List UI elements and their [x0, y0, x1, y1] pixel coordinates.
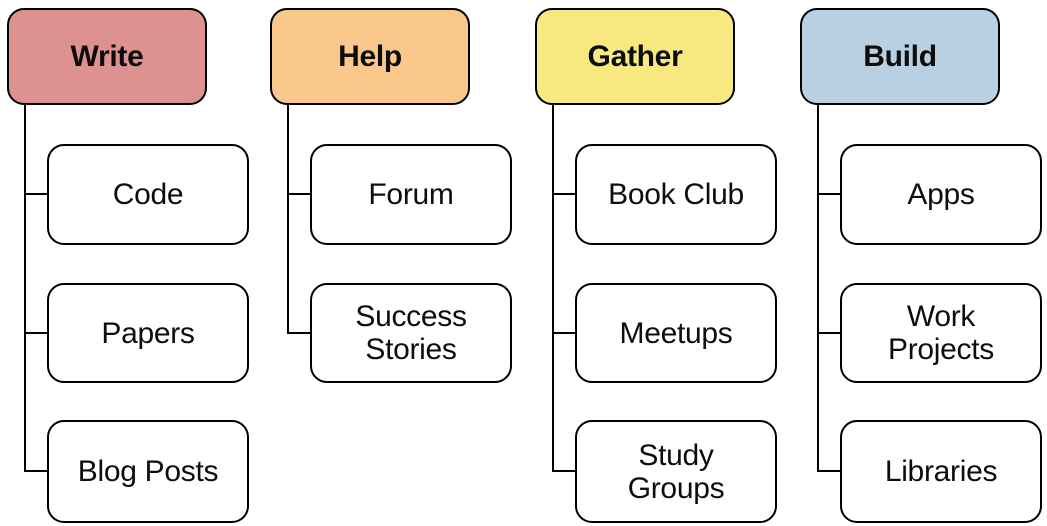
branch-column-write: Write Code Papers Blog Posts [7, 0, 254, 526]
header-node-write: Write [7, 8, 207, 105]
header-node-help: Help [270, 8, 470, 105]
child-node-meetups: Meetups [575, 283, 777, 383]
header-node-gather: Gather [535, 8, 735, 105]
connector-trunk-line [552, 104, 554, 472]
connector-branch-line [24, 470, 49, 472]
header-node-build: Build [800, 8, 1000, 105]
connector-branch-line [552, 470, 577, 472]
connector-branch-line [817, 470, 842, 472]
branch-column-help: Help Forum Success Stories [270, 0, 517, 526]
connector-branch-line [287, 193, 312, 195]
branch-column-gather: Gather Book Club Meetups Study Groups [535, 0, 782, 526]
child-node-blog-posts: Blog Posts [47, 420, 249, 523]
connector-trunk-line [817, 104, 819, 472]
connector-branch-line [287, 332, 312, 334]
child-node-study-groups: Study Groups [575, 420, 777, 523]
connector-branch-line [552, 193, 577, 195]
branch-column-build: Build Apps Work Projects Libraries [800, 0, 1047, 526]
child-node-forum: Forum [310, 144, 512, 245]
child-node-work-projects: Work Projects [840, 283, 1042, 383]
child-node-book-club: Book Club [575, 144, 777, 245]
connector-branch-line [24, 332, 49, 334]
child-node-libraries: Libraries [840, 420, 1042, 523]
child-node-apps: Apps [840, 144, 1042, 245]
child-node-papers: Papers [47, 283, 249, 383]
connector-branch-line [552, 332, 577, 334]
child-node-success-stories: Success Stories [310, 283, 512, 383]
connector-trunk-line [24, 104, 26, 472]
connector-trunk-line [287, 104, 289, 334]
child-node-code: Code [47, 144, 249, 245]
connector-branch-line [817, 332, 842, 334]
connector-branch-line [24, 193, 49, 195]
connector-branch-line [817, 193, 842, 195]
